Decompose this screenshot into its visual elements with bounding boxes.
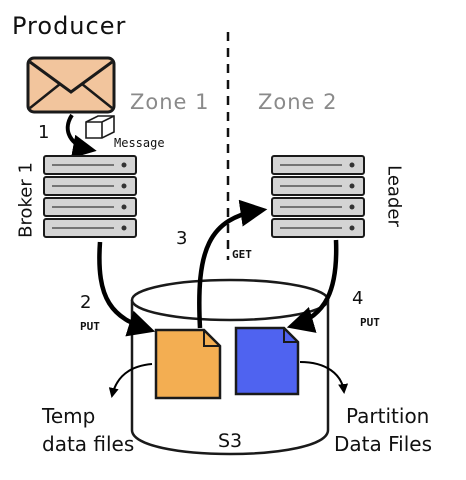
zone-right-label: Zone 2: [258, 90, 338, 114]
storage-label: S3: [218, 430, 243, 452]
arrow-step-2: [97, 241, 156, 337]
partition-files-label-line2: Data Files: [334, 432, 432, 456]
temp-files-label-line1: Temp: [42, 404, 96, 428]
envelope-icon: [26, 56, 116, 114]
broker-label: Broker 1: [15, 162, 37, 238]
step-4-number: 4: [352, 288, 364, 309]
server-unit-led: [121, 162, 127, 168]
temp-file-icon: [154, 328, 222, 400]
temp-files-label-line2: data files: [42, 432, 135, 456]
step-4-op: PUT: [360, 316, 380, 329]
arrow-to-partition-files: [299, 361, 349, 394]
server-unit-led: [121, 183, 127, 189]
server-unit-led: [121, 204, 127, 210]
step-3-op: GET: [232, 248, 252, 261]
arrow-to-temp-files: [108, 363, 153, 398]
leader-label: Leader: [383, 165, 405, 227]
broker-server-icon: [43, 155, 137, 238]
message-label: Message: [114, 136, 165, 150]
partition-file-icon: [234, 326, 300, 396]
arrow-step-3: [197, 199, 268, 329]
zone-left-label: Zone 1: [130, 90, 210, 114]
partition-files-label-line1: Partition: [346, 404, 430, 428]
step-1-number: 1: [38, 122, 50, 143]
arrow-step-1: [65, 113, 97, 159]
server-unit-led: [349, 204, 355, 210]
step-3-number: 3: [176, 228, 188, 249]
producer-title: Producer: [12, 12, 127, 40]
server-unit-led: [349, 162, 355, 168]
server-unit-led: [121, 225, 127, 231]
server-unit-led: [349, 225, 355, 231]
step-2-number: 2: [80, 292, 92, 313]
leader-server-icon: [271, 155, 365, 238]
arrow-step-4: [286, 239, 339, 333]
server-unit-led: [349, 183, 355, 189]
step-2-op: PUT: [80, 320, 100, 333]
message-cube-icon: [85, 115, 115, 139]
